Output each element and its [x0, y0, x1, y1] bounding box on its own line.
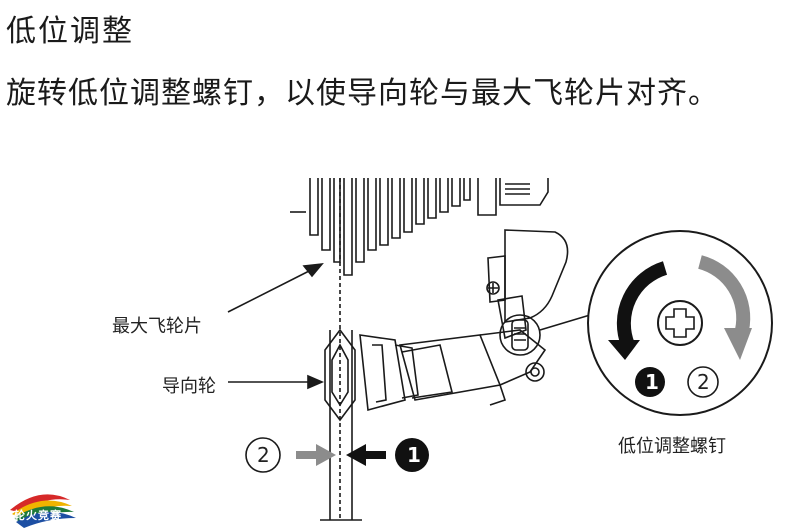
- marker-two-bottom: 2: [257, 443, 270, 467]
- label-largest-sprocket: 最大飞轮片: [112, 316, 202, 337]
- marker-two-magnified: 2: [697, 370, 710, 394]
- label-low-adjust-screw: 低位调整螺钉: [618, 436, 726, 457]
- marker-one-bottom: 1: [407, 443, 421, 467]
- marker-one-magnified: 1: [645, 370, 659, 394]
- label-guide-pulley: 导向轮: [162, 376, 216, 397]
- instruction-text: 旋转低位调整螺钉，以使导向轮与最大飞轮片对齐。: [6, 76, 719, 111]
- page-title: 低位调整: [6, 14, 134, 49]
- brand-logo-text: 轮火竞赛: [14, 509, 62, 522]
- brand-logo: [10, 494, 76, 528]
